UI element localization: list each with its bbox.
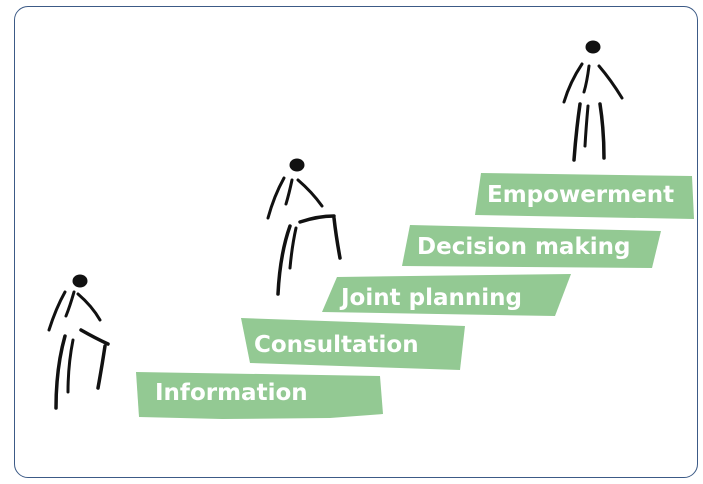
step-empowerment-label: Empowerment — [487, 182, 674, 208]
step-consultation: Consultation — [241, 318, 465, 370]
step-decision-making: Decision making — [402, 225, 661, 268]
climbing-figure-2-icon — [266, 158, 342, 296]
step-joint-planning: Joint planning — [322, 274, 571, 316]
step-decision-making-label: Decision making — [417, 234, 630, 260]
diagram-frame — [14, 6, 698, 478]
step-consultation-label: Consultation — [254, 332, 419, 358]
step-empowerment: Empowerment — [475, 173, 694, 219]
standing-figure-icon — [562, 40, 624, 162]
climbing-figure-1-icon — [47, 274, 110, 410]
step-joint-planning-label: Joint planning — [339, 285, 522, 311]
step-information: Information — [136, 372, 383, 419]
step-information-label: Information — [155, 380, 308, 406]
